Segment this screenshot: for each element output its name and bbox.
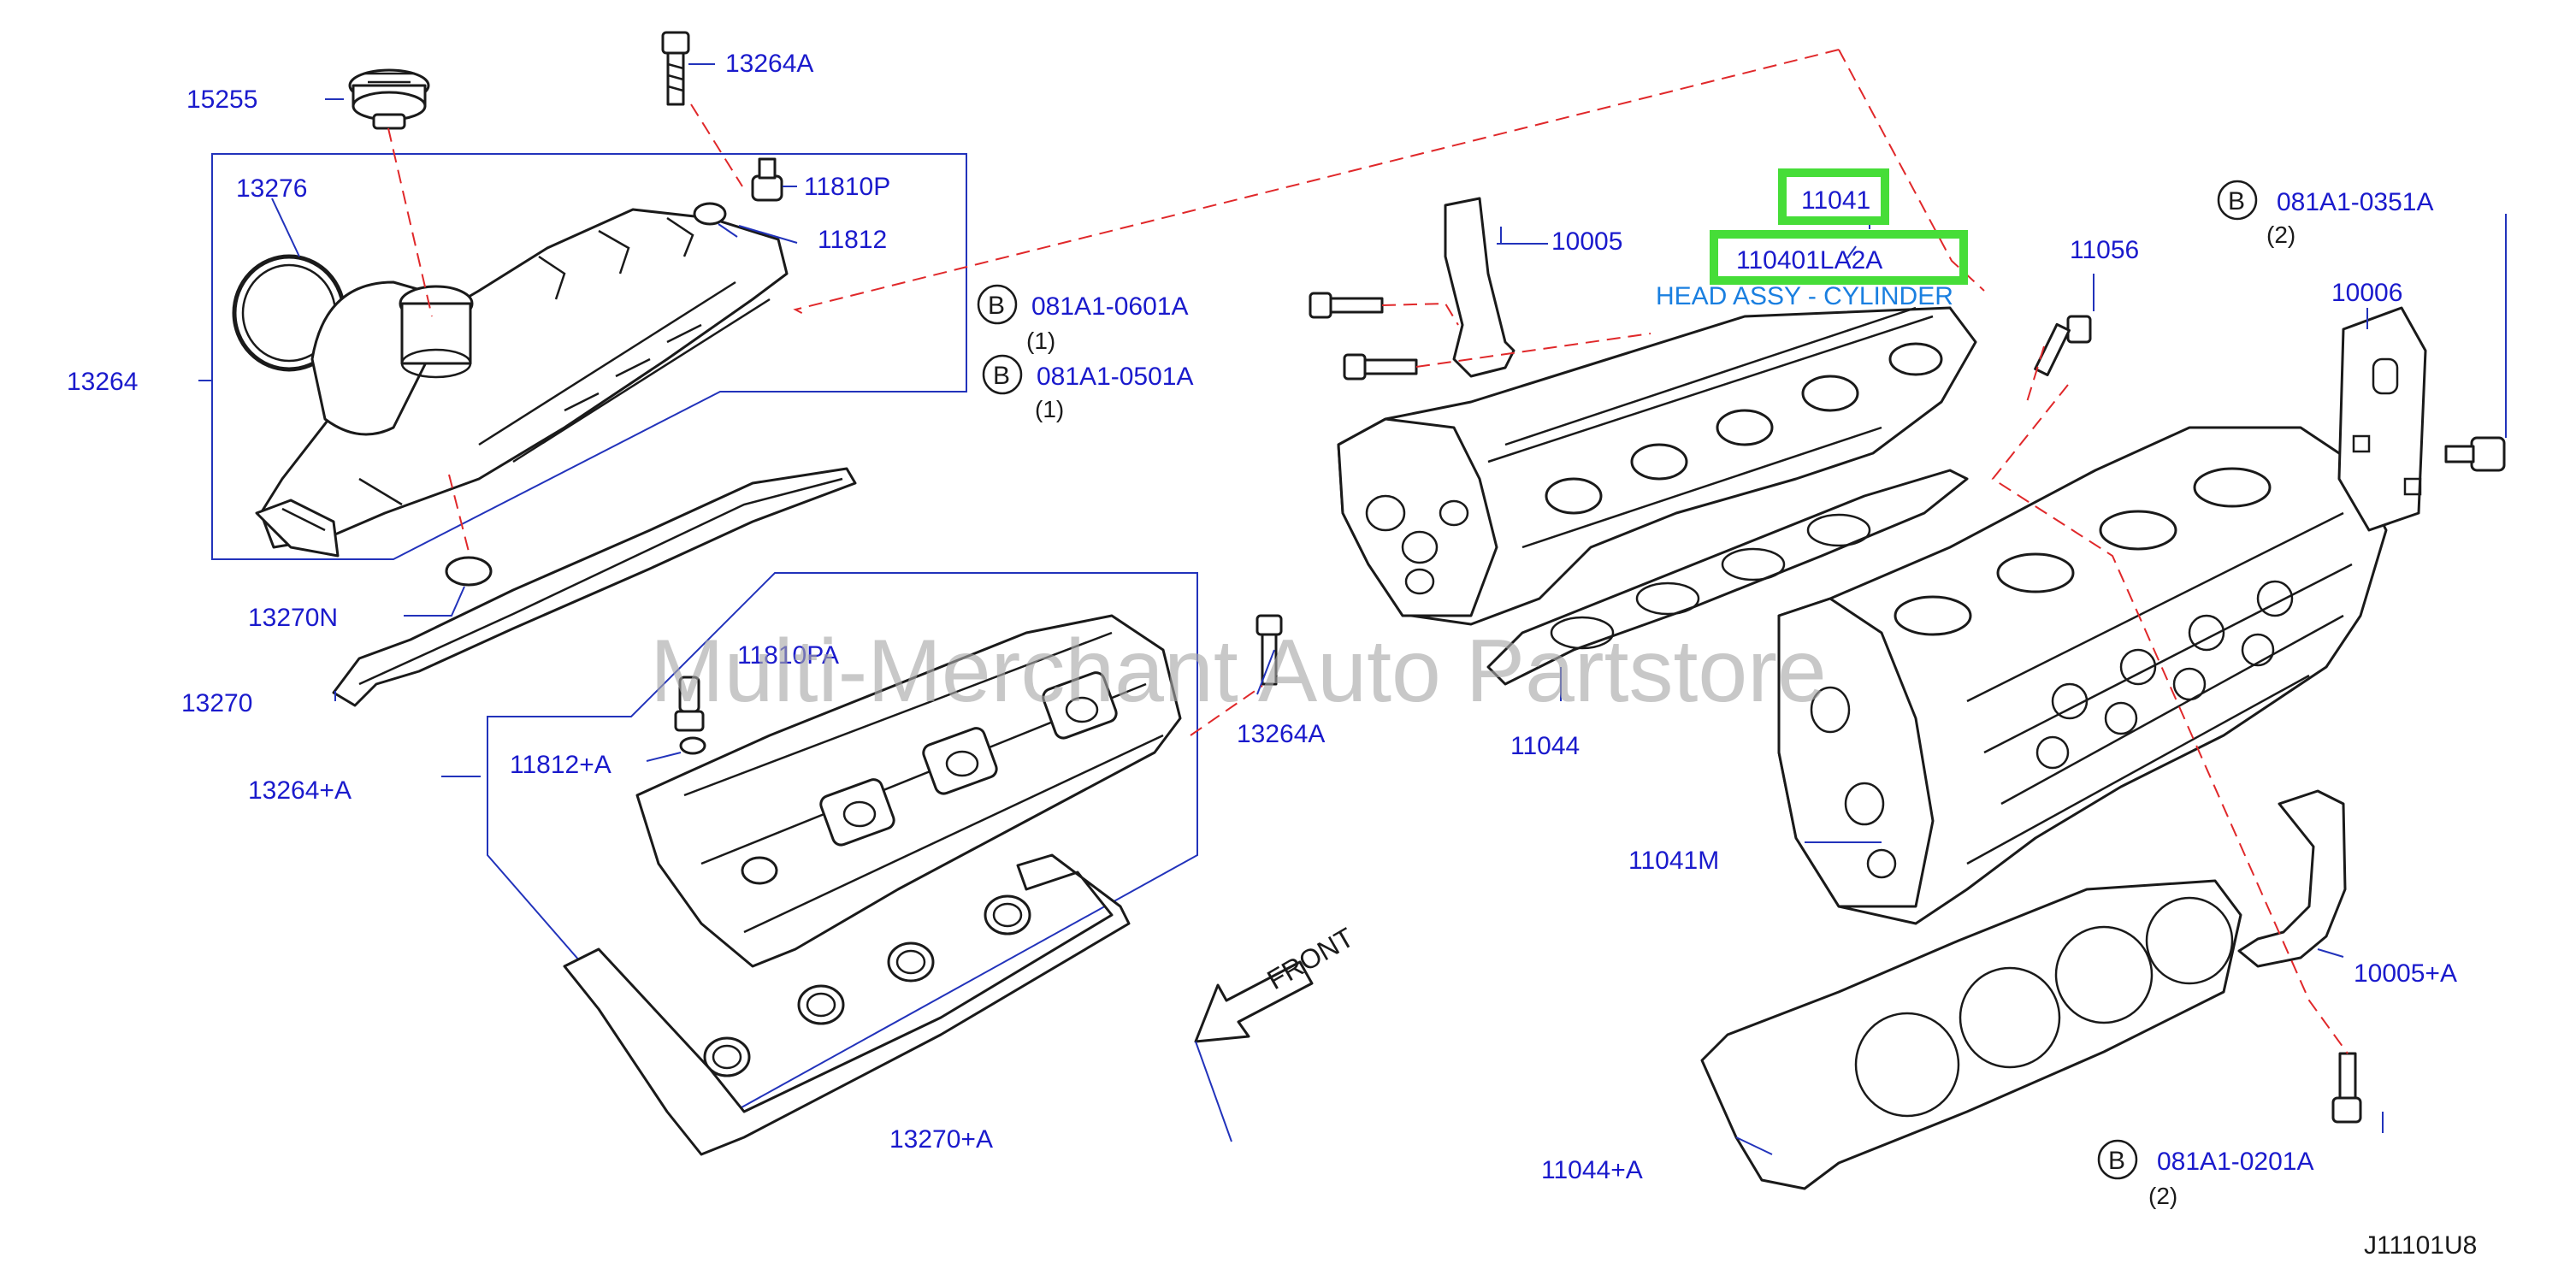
label-13270N[interactable]: 13270N — [248, 604, 338, 632]
label-13276[interactable]: 13276 — [236, 174, 307, 203]
bolt-callout-0351[interactable]: B 081A1-0351A (2) — [2217, 180, 2434, 248]
engine-bracket-left — [1444, 197, 1515, 378]
highlight-11041 — [1778, 168, 1889, 225]
spark-plug-tube-seal — [445, 556, 493, 587]
label-11810P[interactable]: 11810P — [804, 173, 890, 201]
rocker-cover-lower-group — [441, 572, 1283, 1156]
bracket-bolt-bottom — [2331, 1052, 2362, 1124]
marker-b-0201: B — [2108, 1147, 2125, 1175]
head-lower-ports — [1810, 467, 2272, 879]
marker-b-0601: B — [988, 292, 1005, 320]
spark-plug-bosses — [741, 671, 1118, 885]
bolts-0601-0501 — [1309, 292, 1418, 381]
label-11044-A[interactable]: 11044+A — [1541, 1156, 1643, 1184]
cover-bolt-mid — [1256, 614, 1283, 686]
head-gasket-lower — [1700, 879, 2242, 1190]
bolt-callout-0501[interactable]: B 081A1-0501A (1) — [982, 354, 1194, 422]
rocker-cover-left — [255, 208, 789, 558]
head-bolt — [2034, 315, 2092, 376]
pcv-valve-lower — [674, 676, 706, 755]
label-13264-A[interactable]: 13264+A — [248, 776, 352, 805]
valve-train-lobes — [2035, 580, 2294, 770]
rocker-cover-gasket-lower — [563, 853, 1131, 1156]
label-110401LA2A[interactable]: 110401LA2A — [1736, 246, 1882, 274]
label-13264A-mid[interactable]: 13264A — [1237, 720, 1325, 748]
label-11812[interactable]: 11812 — [818, 226, 887, 254]
bolt-callout-0601[interactable]: B 081A1-0601A (1) — [977, 284, 1189, 354]
head-upper-ports — [1365, 342, 1943, 595]
code-0501: 081A1-0501A — [1037, 363, 1194, 391]
label-11056[interactable]: 11056 — [2070, 236, 2139, 264]
qty-0351: (2) — [2266, 221, 2295, 248]
label-11810PA[interactable]: 11810PA — [737, 641, 839, 670]
label-15255[interactable]: 15255 — [186, 86, 257, 114]
label-13264[interactable]: 13264 — [67, 368, 138, 396]
rear-cover-plate — [2337, 306, 2506, 532]
marker-b-0501: B — [993, 362, 1010, 390]
head-gasket-upper — [1486, 469, 1969, 686]
diagram-code: J11101U8 — [2364, 1231, 2477, 1260]
qty-0501: (1) — [1035, 396, 1064, 422]
cover-bolt-top — [661, 31, 690, 106]
marker-b-0351: B — [2228, 187, 2245, 215]
label-head-assy-cylinder: HEAD ASSY - CYLINDER — [1656, 282, 1953, 310]
code-0601: 081A1-0601A — [1031, 292, 1189, 321]
dashed-assembly-lines — [387, 49, 2349, 1054]
oil-filler-cap — [348, 68, 430, 130]
bolt-callout-0201[interactable]: B 081A1-0201A (2) — [2097, 1139, 2314, 1209]
label-10006[interactable]: 10006 — [2331, 279, 2402, 307]
code-0351: 081A1-0351A — [2277, 188, 2434, 216]
pcv-valve-upper — [693, 157, 783, 226]
front-direction-arrow — [1194, 960, 1314, 1043]
rocker-cover-upper-group — [198, 31, 967, 587]
rocker-cover-gasket-upper — [332, 467, 857, 707]
watermark: Multi-Merchant Auto Partstore — [650, 622, 1827, 721]
code-0201: 081A1-0201A — [2157, 1148, 2314, 1176]
cylinder-head-lower — [1777, 426, 2388, 925]
label-11041M[interactable]: 11041M — [1628, 847, 1719, 875]
label-11041[interactable]: 11041 — [1801, 186, 1870, 215]
label-13270[interactable]: 13270 — [181, 689, 252, 717]
cylinder-head-upper — [1337, 306, 1977, 626]
oil-seal-rings — [703, 894, 1031, 1077]
label-11812-A[interactable]: 11812+A — [510, 751, 612, 779]
label-13264A-top[interactable]: 13264A — [725, 50, 813, 78]
qty-0601: (1) — [1026, 328, 1055, 354]
label-13270-A[interactable]: 13270+A — [889, 1125, 993, 1154]
label-10005[interactable]: 10005 — [1551, 227, 1622, 256]
highlight-110401LA2A — [1710, 230, 1968, 285]
label-11044[interactable]: 11044 — [1510, 732, 1580, 760]
engine-bracket-right — [2237, 789, 2347, 968]
label-10005-A[interactable]: 10005+A — [2354, 959, 2457, 988]
part-labels: 15255 13264A 11810P 13276 11812 13264 13… — [67, 50, 2457, 1184]
qty-0201: (2) — [2148, 1183, 2177, 1209]
